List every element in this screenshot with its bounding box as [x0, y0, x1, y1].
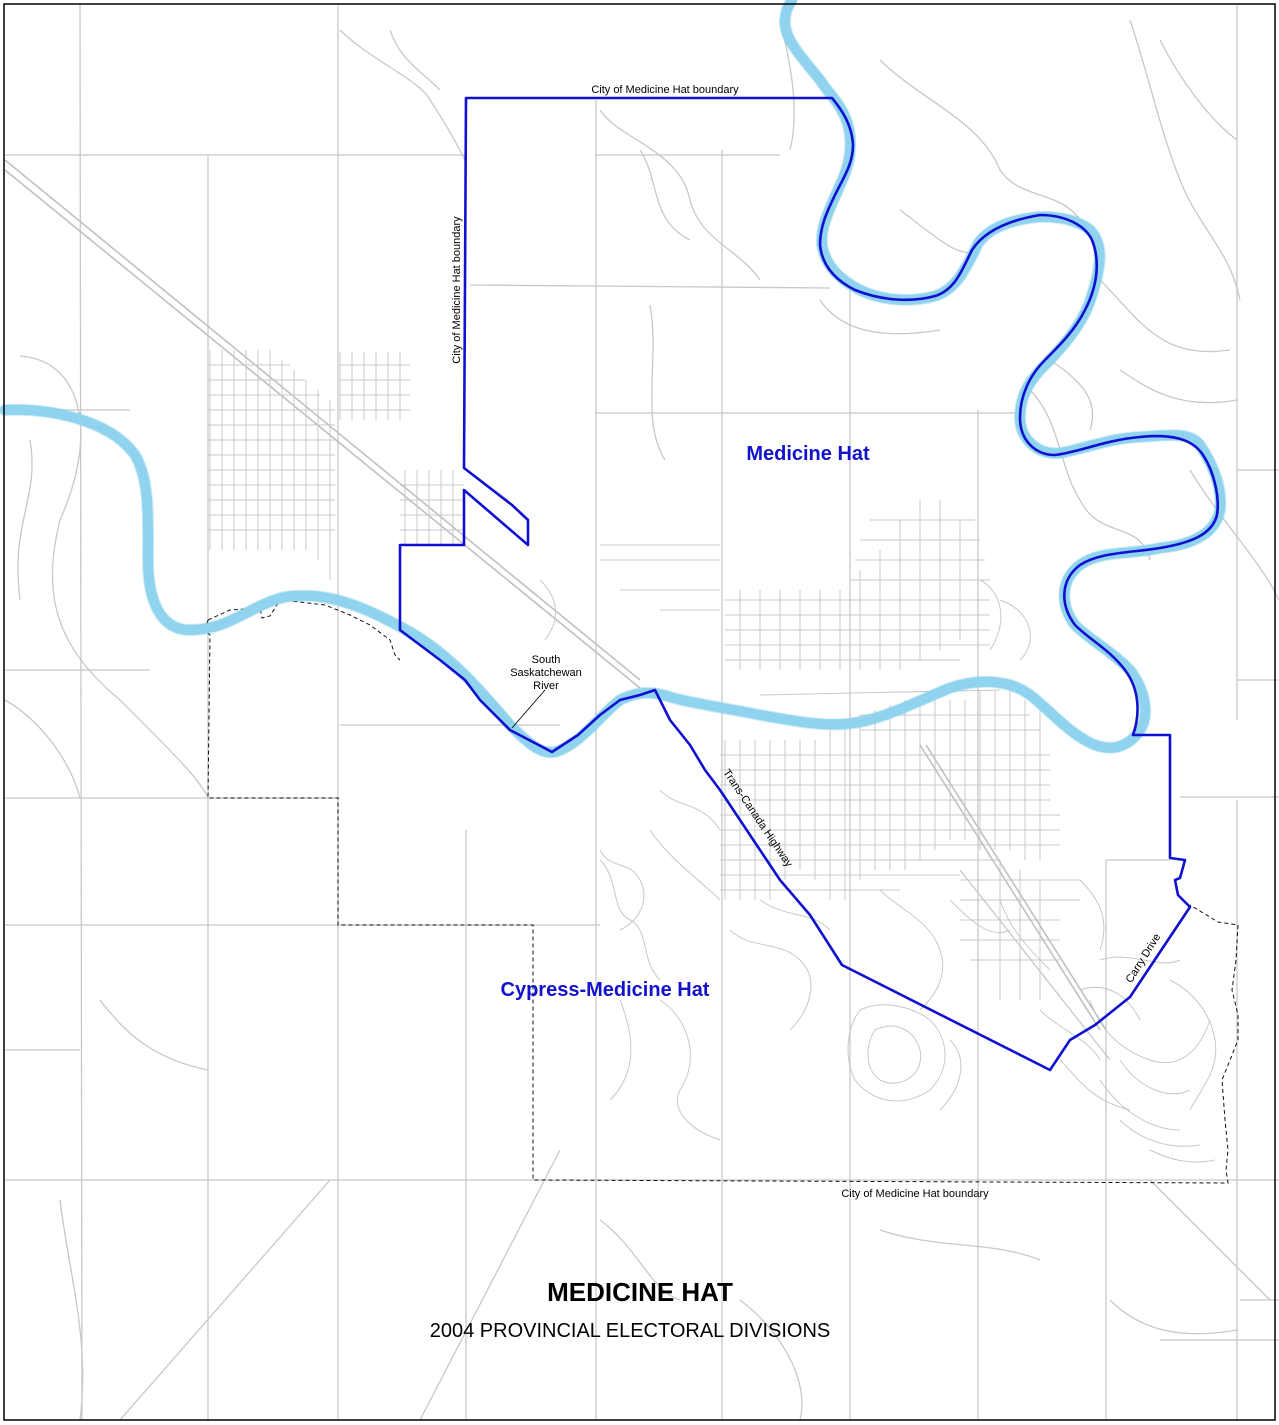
division-label-medicine-hat: Medicine Hat: [746, 443, 870, 465]
title-block: MEDICINE HAT 2004 PROVINCIAL ELECTORAL D…: [430, 1277, 831, 1342]
electoral-division-boundary: [398, 96, 1219, 1072]
river-label-leader: [511, 689, 546, 729]
boundary-label-top: City of Medicine Hat boundary: [591, 84, 739, 96]
urban-street-network: [208, 350, 1217, 1163]
river-label-line2: Saskatchewan: [510, 667, 582, 679]
boundary-label-bottom: City of Medicine Hat boundary: [841, 1188, 989, 1200]
river-label-line1: South: [532, 654, 561, 666]
map-subtitle: 2004 PROVINCIAL ELECTORAL DIVISIONS: [430, 1320, 831, 1342]
city-boundary-line: [204, 599, 1239, 1184]
highway-label: Trans-Canada Highway: [720, 767, 795, 870]
map-labels: City of Medicine Hat boundary City of Me…: [451, 84, 1163, 1200]
map-title: MEDICINE HAT: [547, 1277, 733, 1307]
river-label-line3: River: [533, 680, 559, 692]
division-label-cypress-medicine-hat: Cypress-Medicine Hat: [501, 979, 710, 1001]
rural-road-grid: [4, 4, 1279, 1421]
south-saskatchewan-river: [0, 0, 1227, 759]
map-frame-border: [3, 3, 1276, 1421]
boundary-label-vertical: City of Medicine Hat boundary: [451, 216, 463, 364]
